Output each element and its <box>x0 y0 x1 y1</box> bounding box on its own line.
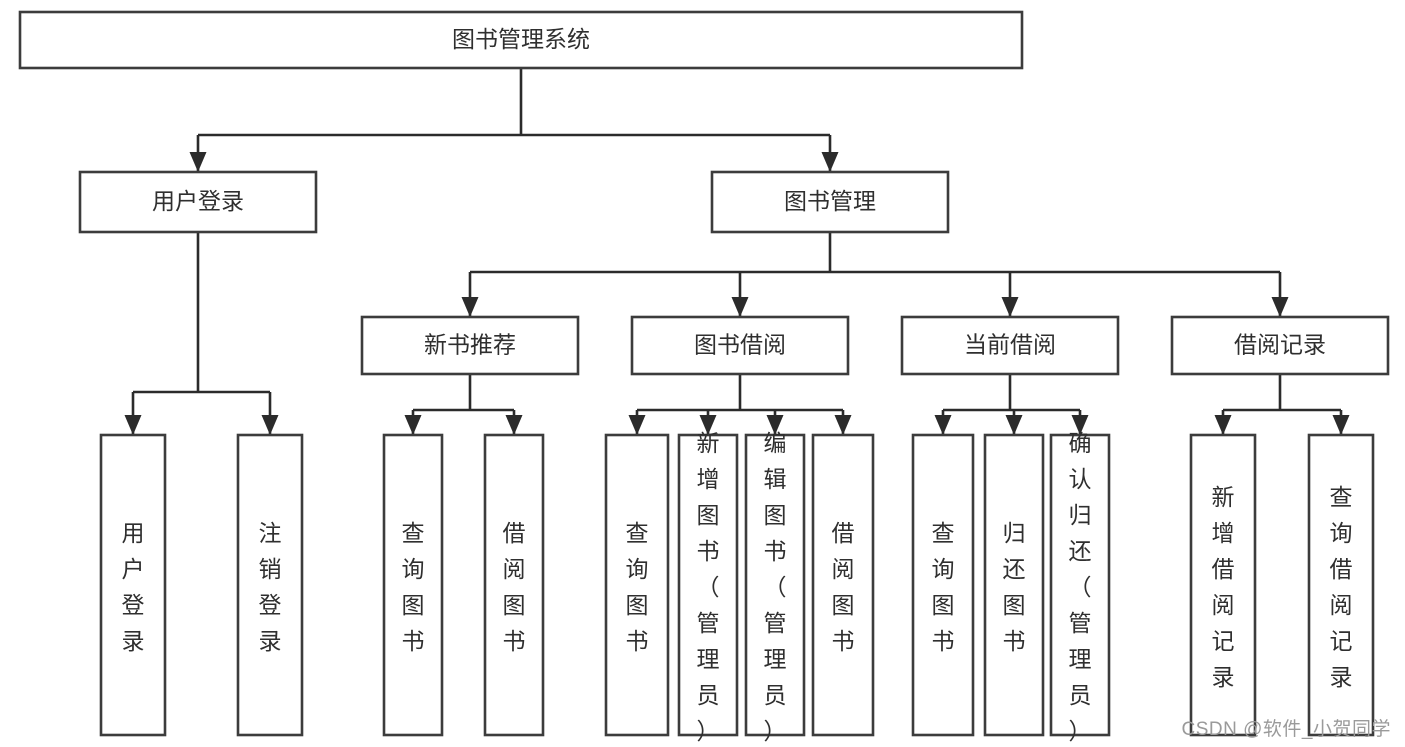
node-box-level3-2 <box>900 315 1120 376</box>
node-label-leaf-5: 新增图书（管理员） <box>697 430 720 744</box>
arrow-down-icon-l3-0-0 <box>404 415 422 435</box>
node-leaf-5[interactable]: 新增图书（管理员） <box>677 430 739 744</box>
node-label-leaf-3: 借阅图书 <box>503 520 526 654</box>
node-label-level3-3: 借阅记录 <box>1234 332 1326 358</box>
node-box-leaf-11 <box>1189 433 1257 737</box>
arrow-down-icon-l3-1-1 <box>699 415 717 435</box>
node-label-leaf-9: 归还图书 <box>1003 520 1026 654</box>
arrow-down-icon-book-mgmt-0 <box>461 297 479 317</box>
node-leaf-3[interactable]: 借阅图书 <box>483 433 545 737</box>
arrow-down-icon-book-mgmt-1 <box>731 297 749 317</box>
node-box-level2-1 <box>710 170 950 234</box>
node-leaf-7[interactable]: 借阅图书 <box>811 433 875 737</box>
node-box-level3-1 <box>630 315 850 376</box>
node-label-leaf-4: 查询图书 <box>626 520 649 654</box>
arrow-down-icon-l3-1-0 <box>628 415 646 435</box>
node-box-leaf-2 <box>382 433 444 737</box>
arrow-down-icon-user-login-0 <box>124 415 142 435</box>
node-label-leaf-0: 用户登录 <box>122 520 145 654</box>
node-layer: 图书管理系统用户登录图书管理新书推荐图书借阅当前借阅借阅记录用户登录注销登录查询… <box>18 10 1390 744</box>
node-leaf-10[interactable]: 确认归还（管理员） <box>1049 430 1111 744</box>
node-level3-3[interactable]: 借阅记录 <box>1170 315 1390 376</box>
node-label-level2-0: 用户登录 <box>152 188 244 214</box>
node-label-leaf-6: 编辑图书（管理员） <box>764 430 787 744</box>
node-level3-2[interactable]: 当前借阅 <box>900 315 1120 376</box>
arrow-down-icon-l3-0-1 <box>505 415 523 435</box>
node-box-leaf-6 <box>744 433 806 737</box>
arrow-down-icon-user-login-1 <box>261 415 279 435</box>
node-label-leaf-10: 确认归还（管理员） <box>1069 430 1092 744</box>
arrow-down-icon-l3-3-0 <box>1214 415 1232 435</box>
node-label-leaf-1: 注销登录 <box>259 520 282 654</box>
node-label-leaf-8: 查询图书 <box>932 520 955 654</box>
node-box-leaf-7 <box>811 433 875 737</box>
node-box-leaf-12 <box>1307 433 1375 737</box>
node-label-leaf-11: 新增借阅记录 <box>1212 484 1235 690</box>
node-leaf-9[interactable]: 归还图书 <box>983 433 1045 737</box>
arrow-down-icon-l3-2-0 <box>934 415 952 435</box>
node-level3-0[interactable]: 新书推荐 <box>360 315 580 376</box>
node-box-level3-0 <box>360 315 580 376</box>
connector-layer <box>124 68 1350 435</box>
node-box-leaf-3 <box>483 433 545 737</box>
node-leaf-6[interactable]: 编辑图书（管理员） <box>744 430 806 744</box>
node-level2-0[interactable]: 用户登录 <box>78 170 318 234</box>
node-label-root-0: 图书管理系统 <box>452 26 590 52</box>
node-box-level2-0 <box>78 170 318 234</box>
arrow-down-icon-l3-3-1 <box>1332 415 1350 435</box>
arrow-down-icon-root-0 <box>189 152 207 172</box>
node-leaf-0[interactable]: 用户登录 <box>99 433 167 737</box>
arrow-down-icon-l3-1-3 <box>834 415 852 435</box>
node-leaf-2[interactable]: 查询图书 <box>382 433 444 737</box>
node-box-root-0 <box>18 10 1024 70</box>
node-level2-1[interactable]: 图书管理 <box>710 170 950 234</box>
node-label-leaf-12: 查询借阅记录 <box>1330 484 1353 690</box>
csdn-watermark: CSDN @软件_小贺同学 <box>1181 719 1391 740</box>
node-box-leaf-10 <box>1049 433 1111 737</box>
node-label-leaf-7: 借阅图书 <box>832 520 855 654</box>
node-box-level3-3 <box>1170 315 1390 376</box>
node-level3-1[interactable]: 图书借阅 <box>630 315 850 376</box>
node-leaf-11[interactable]: 新增借阅记录 <box>1189 433 1257 737</box>
node-box-leaf-8 <box>911 433 975 737</box>
arrow-down-icon-book-mgmt-2 <box>1001 297 1019 317</box>
node-box-leaf-4 <box>604 433 670 737</box>
arrow-down-icon-l3-1-2 <box>766 415 784 435</box>
node-box-leaf-9 <box>983 433 1045 737</box>
arrow-down-icon-l3-2-1 <box>1005 415 1023 435</box>
node-label-level3-0: 新书推荐 <box>424 332 516 358</box>
node-leaf-12[interactable]: 查询借阅记录 <box>1307 433 1375 737</box>
node-leaf-8[interactable]: 查询图书 <box>911 433 975 737</box>
arrow-down-icon-book-mgmt-3 <box>1271 297 1289 317</box>
node-label-level3-2: 当前借阅 <box>964 332 1056 358</box>
arrow-down-icon-l3-2-2 <box>1071 415 1089 435</box>
node-root-0[interactable]: 图书管理系统 <box>18 10 1024 70</box>
node-label-leaf-2: 查询图书 <box>402 520 425 654</box>
arrow-down-icon-root-1 <box>821 152 839 172</box>
node-box-leaf-1 <box>236 433 304 737</box>
node-box-leaf-0 <box>99 433 167 737</box>
node-label-level2-1: 图书管理 <box>784 188 876 214</box>
node-leaf-1[interactable]: 注销登录 <box>236 433 304 737</box>
node-leaf-4[interactable]: 查询图书 <box>604 433 670 737</box>
node-label-level3-1: 图书借阅 <box>694 332 786 358</box>
node-box-leaf-5 <box>677 433 739 737</box>
